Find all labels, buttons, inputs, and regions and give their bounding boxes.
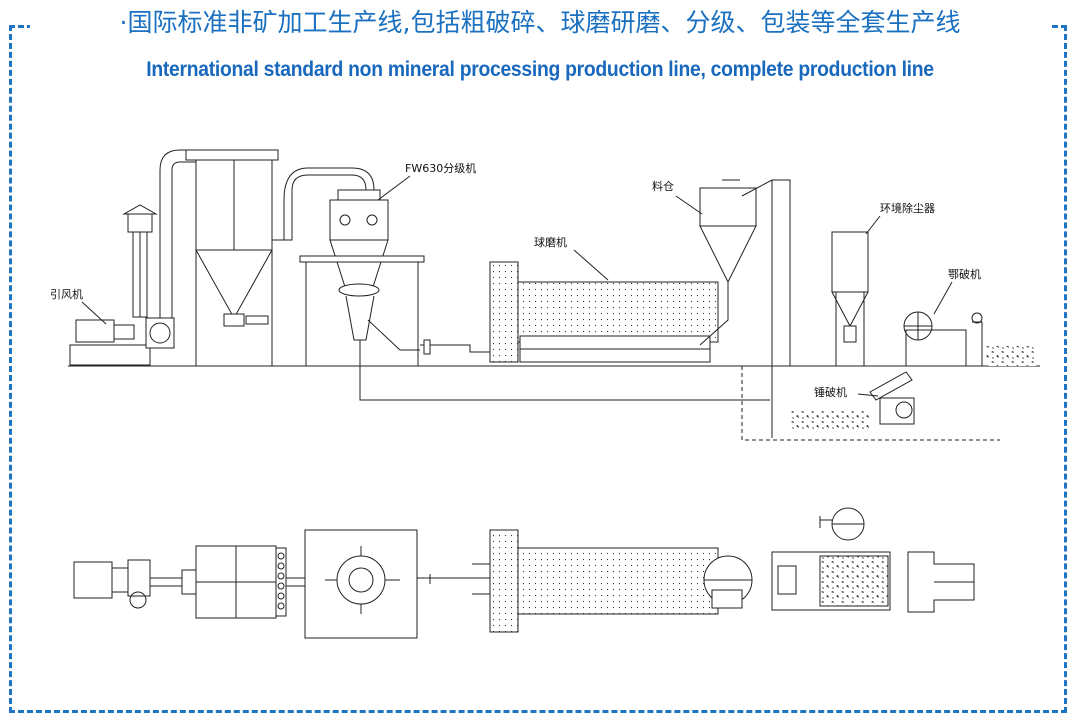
jaw-crusher-elevation (903, 311, 983, 367)
pulse-dust-collector-elevation (185, 149, 279, 366)
page-title-chinese: ·国际标准非矿加工生产线,包括粗破碎、球磨研磨、分级、包装等全套生产线 (30, 6, 1050, 40)
page-title-english: International standard non mineral proce… (146, 58, 934, 81)
induced-fan-elevation (69, 149, 198, 366)
label-induced-fan: 引风机 (50, 287, 83, 301)
duct-pipe (272, 174, 367, 241)
label-ball-mill: 球磨机 (534, 235, 567, 249)
induced-fan-plan (73, 559, 197, 609)
label-jaw-crusher: 鄂破机 (948, 267, 981, 281)
crusher-plan (771, 507, 891, 611)
label-hammer-crusher: 锤破机 (814, 385, 847, 399)
label-silo: 料仓 (652, 179, 674, 193)
label-dust-collector: 环境除尘器 (880, 201, 935, 215)
classifier-plan (304, 529, 418, 639)
classifier-elevation (299, 189, 770, 401)
environmental-dust-collector-elevation (831, 231, 869, 366)
pulse-dust-collector-plan (195, 545, 287, 619)
label-classifier: FW630分级机 (405, 161, 476, 175)
silo-elevation (699, 179, 791, 438)
crusher-pit (741, 366, 1000, 441)
silo-plan (703, 555, 753, 609)
ball-mill-plan (472, 529, 719, 633)
hammer-crusher-elevation (869, 371, 915, 425)
ball-mill-elevation (489, 261, 719, 363)
jaw-crusher-plan (907, 551, 975, 613)
